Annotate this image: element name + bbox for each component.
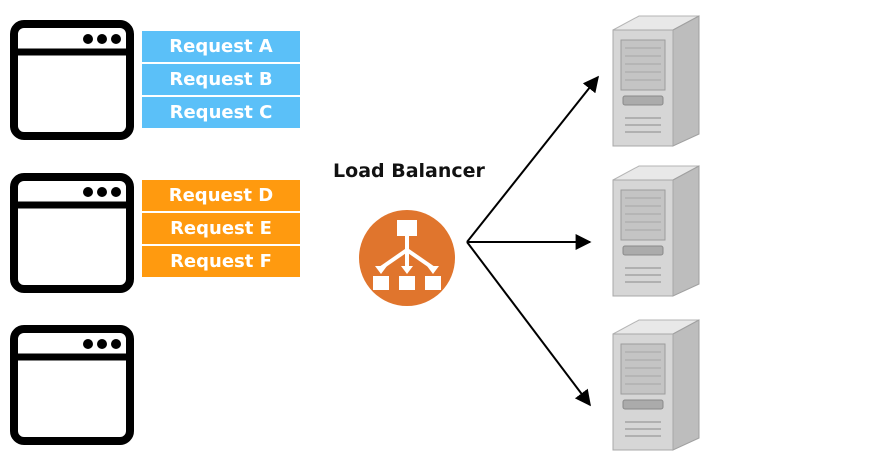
load-balancer-label: Load Balancer xyxy=(333,160,485,182)
arrow-to-server-1 xyxy=(466,75,599,243)
arrow-to-server-3 xyxy=(466,241,591,407)
browser-window-icon xyxy=(10,20,134,140)
server-2 xyxy=(605,162,705,304)
client-browser-2 xyxy=(10,173,134,293)
server-icon xyxy=(612,15,700,147)
server-3 xyxy=(605,316,705,458)
request-label: Request E xyxy=(142,213,300,244)
browser-window-icon xyxy=(10,173,134,293)
client-browser-3 xyxy=(10,325,134,445)
load-balancer-icon xyxy=(357,208,457,312)
request-label: Request A xyxy=(142,31,300,62)
request-group-2: Request D Request E Request F xyxy=(142,180,300,279)
browser-window-icon xyxy=(10,325,134,445)
request-label: Request D xyxy=(142,180,300,211)
request-group-1: Request A Request B Request C xyxy=(142,31,300,130)
request-label: Request B xyxy=(142,64,300,95)
request-label: Request F xyxy=(142,246,300,277)
request-label: Request C xyxy=(142,97,300,128)
server-icon xyxy=(612,319,700,451)
client-browser-1 xyxy=(10,20,134,140)
server-icon xyxy=(612,165,700,297)
server-1 xyxy=(605,12,705,154)
